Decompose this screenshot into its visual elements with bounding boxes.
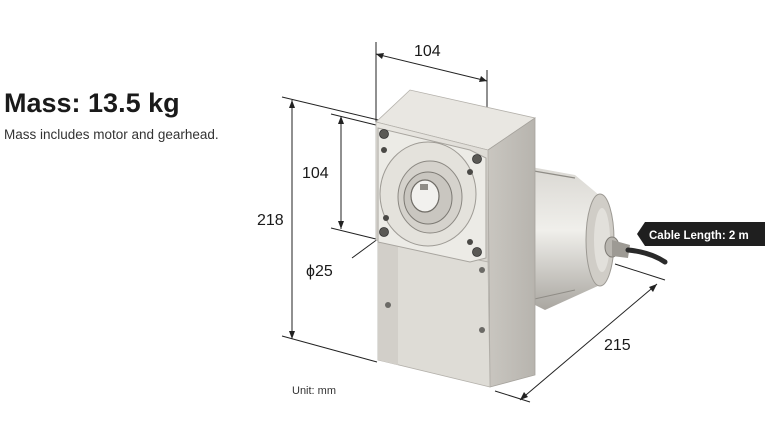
dim-shaft-diameter: ϕ25 [306, 263, 333, 280]
cable-length-label: Cable Length: 2 m [637, 222, 765, 246]
dim-top-width: 104 [414, 43, 441, 60]
mass-title: Mass: 13.5 kg [4, 88, 180, 118]
dim-length: 215 [604, 337, 631, 354]
motor-cylinder [520, 165, 630, 310]
cable-length-text: Cable Length: 2 m [649, 230, 749, 242]
mass-note: Mass includes motor and gearhead. [4, 127, 219, 142]
motor-cable [625, 247, 668, 265]
unit-label: Unit: mm [292, 385, 336, 397]
dim-total-height: 218 [257, 212, 284, 229]
dim-flange-height: 104 [302, 165, 329, 182]
gearhead-box [375, 89, 536, 388]
